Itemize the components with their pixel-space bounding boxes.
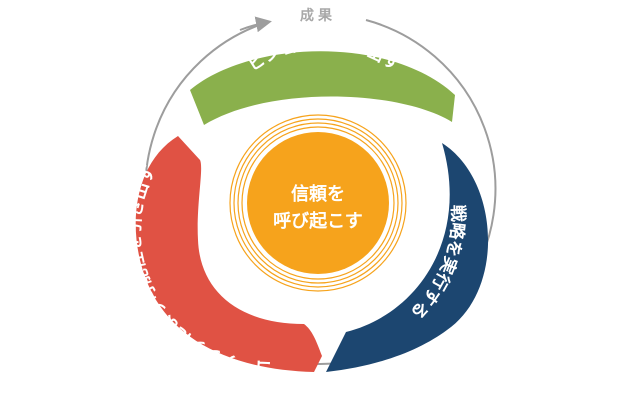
segment-left <box>135 136 322 372</box>
center-ring-outer <box>229 114 407 292</box>
segment-right <box>326 143 489 372</box>
center-ring-4 <box>241 126 395 280</box>
segment-top <box>190 51 455 125</box>
center-ring-2 <box>233 118 403 288</box>
center-ring-3 <box>237 122 399 284</box>
center-line-2: 呼び起こす <box>273 210 363 232</box>
outer-ring <box>144 19 497 365</box>
center-line-1: 信頼を <box>291 183 345 205</box>
outer-ring-arrow <box>239 16 272 33</box>
center-circle <box>247 132 389 274</box>
outer-label: 成果 <box>300 7 336 24</box>
